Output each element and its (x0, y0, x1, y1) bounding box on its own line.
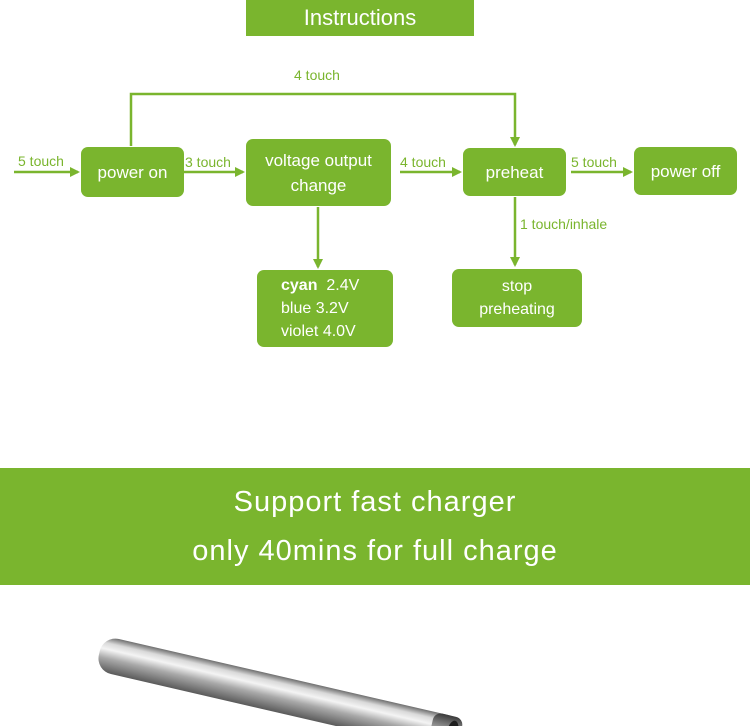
node-stop-preheating: stop preheating (452, 269, 582, 327)
color-row-violet: violet 4.0V (281, 320, 356, 343)
node-stop-line2: preheating (479, 301, 555, 318)
node-preheat-label: preheat (485, 162, 544, 182)
node-voltage-output-change: voltage output change (246, 139, 391, 206)
color-name-blue: blue (281, 300, 312, 317)
banner-line1: Support fast charger (233, 485, 517, 518)
edge-label-preheat-stop: 1 touch/inhale (520, 216, 608, 232)
battery-body (98, 638, 461, 726)
color-name-violet: violet (281, 323, 319, 340)
node-stop-line1: stop (501, 278, 533, 295)
battery-product-image (98, 638, 463, 726)
fast-charger-banner: Support fast charger only 40mins for ful… (0, 468, 750, 585)
flow-connectors (14, 92, 633, 269)
edge-label-preheat-power-off: 5 touch (571, 154, 617, 170)
edge-label-power-on-preheat: 4 touch (294, 67, 340, 83)
edge-label-voltage-preheat: 4 touch (400, 154, 446, 170)
node-color-voltages: cyan 2.4V blue 3.2V violet 4.0V (257, 270, 393, 347)
color-row-cyan: cyan 2.4V (281, 274, 359, 297)
banner-line2: only 40mins for full charge (192, 534, 558, 567)
node-voltage-line2: change (290, 175, 347, 195)
arrow-power-on-preheat (129, 92, 520, 147)
node-power-on-label: power on (97, 162, 168, 182)
instructions-title: Instructions (246, 0, 474, 36)
node-voltage-line1: voltage output (265, 150, 372, 170)
color-value-cyan: 2.4V (326, 277, 360, 294)
node-power-on: power on (81, 147, 184, 197)
node-power-off: power off (634, 147, 737, 195)
node-power-off-label: power off (650, 161, 721, 181)
color-value-blue: 3.2V (315, 300, 349, 317)
color-value-violet: 4.0V (322, 323, 356, 340)
edge-label-power-on-voltage: 3 touch (185, 154, 231, 170)
edge-label-in: 5 touch (18, 153, 64, 169)
color-row-blue: blue 3.2V (281, 297, 349, 320)
node-preheat: preheat (463, 148, 566, 196)
color-name-cyan: cyan (281, 277, 318, 294)
